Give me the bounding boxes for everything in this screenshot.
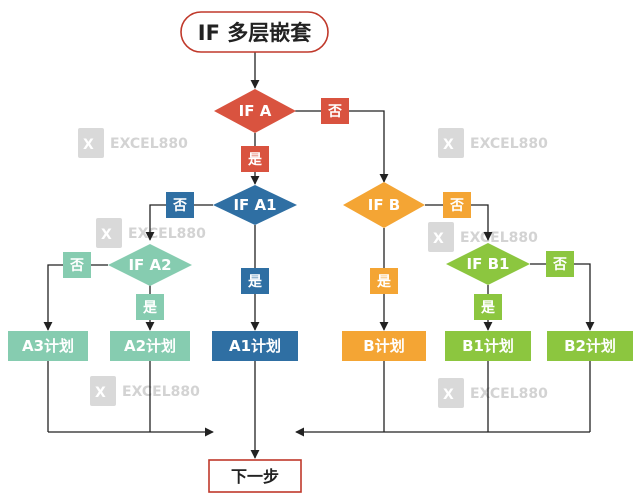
svg-text:否: 否 [172, 198, 187, 214]
decision-if-a2: IF A2 [108, 244, 192, 286]
svg-text:否: 否 [449, 198, 464, 214]
label-a1-yes: 是 [241, 268, 269, 294]
svg-text:是: 是 [248, 274, 263, 290]
svg-text:A3计划: A3计划 [22, 337, 74, 355]
end-node: 下一步 [208, 459, 302, 493]
decision-if-b1: IF B1 [446, 243, 530, 285]
decision-if-a-label: IF A [239, 102, 272, 120]
plan-a2: A2计划 [110, 331, 190, 361]
label-b1-yes: 是 [474, 294, 502, 320]
svg-text:B2计划: B2计划 [564, 337, 616, 355]
decision-if-a: IF A [214, 89, 296, 133]
svg-text:EXCEL880: EXCEL880 [128, 226, 206, 242]
decision-if-a1: IF A1 [213, 185, 297, 225]
svg-text:是: 是 [377, 274, 392, 290]
label-a-no: 否 [321, 98, 349, 124]
decision-if-b1-label: IF B1 [467, 255, 510, 273]
label-a1-no: 否 [166, 192, 194, 218]
svg-text:A2计划: A2计划 [124, 337, 176, 355]
svg-text:B1计划: B1计划 [462, 337, 514, 355]
svg-text:否: 否 [69, 258, 84, 274]
watermark: X EXCEL880 [90, 376, 200, 406]
svg-text:否: 否 [327, 104, 342, 120]
svg-text:EXCEL880: EXCEL880 [110, 136, 188, 152]
svg-text:X: X [443, 137, 454, 153]
watermark: X EXCEL880 [438, 128, 548, 158]
plan-b: B计划 [342, 331, 426, 361]
label-a2-no: 否 [63, 252, 91, 278]
decision-if-a2-label: IF A2 [128, 256, 171, 274]
label-a-yes: 是 [241, 146, 269, 172]
branch-labels: 否 是 否 是 否 是 否 是 [63, 98, 574, 320]
plan-b2: B2计划 [547, 331, 633, 361]
decision-if-b-label: IF B [368, 196, 400, 214]
watermark: X EXCEL880 [428, 222, 538, 252]
label-b-yes: 是 [370, 268, 398, 294]
label-a2-yes: 是 [136, 294, 164, 320]
watermark: X EXCEL880 [96, 218, 206, 248]
svg-text:X: X [83, 137, 94, 153]
watermark: X EXCEL880 [78, 128, 188, 158]
plan-b1: B1计划 [445, 331, 531, 361]
title-node: IF 多层嵌套 [180, 11, 329, 53]
watermark-group: X EXCEL880 X EXCEL880 X EXCEL880 X EXCEL… [78, 128, 548, 408]
title-text: IF 多层嵌套 [198, 21, 311, 45]
svg-text:是: 是 [143, 300, 158, 316]
svg-text:否: 否 [552, 257, 567, 273]
plan-a3: A3计划 [8, 331, 88, 361]
svg-text:B计划: B计划 [363, 337, 404, 355]
svg-text:X: X [443, 387, 454, 403]
watermark: X EXCEL880 [438, 378, 548, 408]
svg-text:EXCEL880: EXCEL880 [122, 384, 200, 400]
svg-text:EXCEL880: EXCEL880 [470, 386, 548, 402]
svg-text:EXCEL880: EXCEL880 [460, 230, 538, 246]
label-b-no: 否 [443, 192, 471, 218]
end-node-label: 下一步 [231, 467, 279, 486]
svg-text:X: X [101, 227, 112, 243]
svg-text:EXCEL880: EXCEL880 [470, 136, 548, 152]
plan-a1: A1计划 [212, 331, 298, 361]
svg-text:X: X [95, 385, 106, 401]
decision-if-b: IF B [343, 182, 425, 228]
svg-text:是: 是 [248, 152, 263, 168]
label-b1-no: 否 [546, 251, 574, 277]
svg-text:A1计划: A1计划 [229, 337, 281, 355]
svg-text:X: X [433, 231, 444, 247]
svg-text:是: 是 [481, 300, 496, 316]
decision-if-a1-label: IF A1 [233, 196, 276, 214]
